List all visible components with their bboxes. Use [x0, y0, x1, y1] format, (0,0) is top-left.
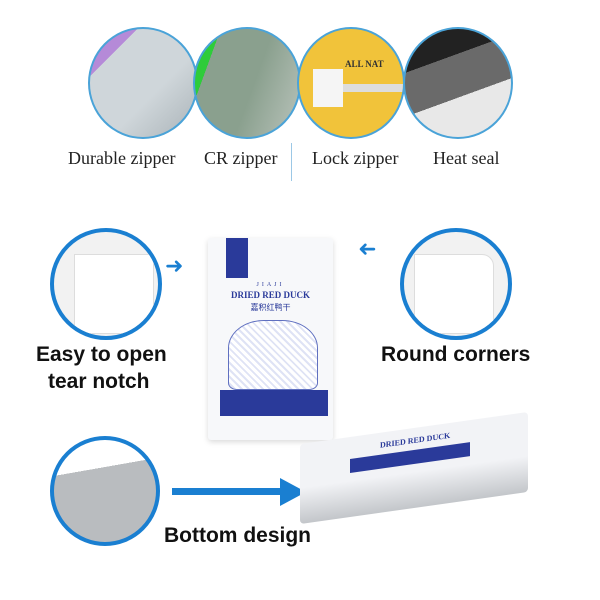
label-heat-seal: Heat seal: [433, 148, 500, 168]
label-durable-zipper: Durable zipper: [68, 148, 176, 168]
bottom-detail-circle: [50, 436, 160, 546]
pouch-brand-tab: [226, 238, 248, 278]
round-corners-callout: Round corners: [381, 343, 531, 366]
arrow-left-icon: ➜: [358, 236, 377, 261]
pouch-product-name: DRIED RED DUCK: [230, 290, 310, 300]
pouch-brand: JIAJI: [256, 282, 285, 288]
arrow-right-icon: ➜: [165, 253, 184, 278]
tear-notch-line1: Easy to open: [36, 343, 167, 366]
lock-zipper-inset-text: ALL NAT: [345, 59, 384, 69]
bottom-arrow-icon: [172, 488, 282, 495]
tear-notch-callout: Easy to open tear notch: [36, 341, 167, 395]
tear-notch-detail-circle: [50, 228, 162, 340]
divider: [291, 143, 292, 181]
label-lock-zipper: Lock zipper: [312, 148, 399, 168]
standing-pouch: JIAJI DRIED RED DUCK 嘉积红鸭干: [208, 238, 333, 440]
tear-notch-line2: tear notch: [48, 370, 150, 393]
pouch-info-band: [220, 390, 328, 416]
pouch-product-name-cn: 嘉积红鸭干: [250, 303, 291, 312]
cr-zipper-image: [193, 27, 301, 139]
bottom-design-callout: Bottom design: [164, 524, 311, 547]
pouch-illustration: [228, 320, 318, 390]
lying-pouch: DRIED RED DUCK: [300, 411, 528, 525]
lock-zipper-image: ALL NAT: [297, 27, 405, 139]
heat-seal-image: [403, 27, 513, 139]
round-corner-detail-circle: [400, 228, 512, 340]
durable-zipper-image: [88, 27, 198, 139]
label-cr-zipper: CR zipper: [204, 148, 278, 168]
